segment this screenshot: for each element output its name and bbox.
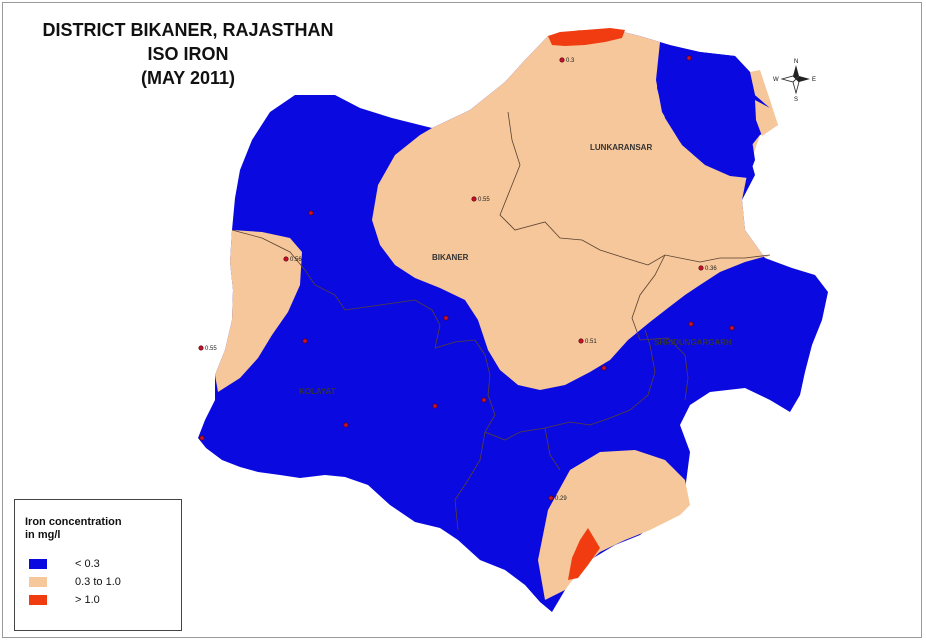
legend-swatch-low (29, 559, 47, 569)
sample-point (686, 55, 692, 61)
tehsil-boundaries (231, 111, 771, 531)
sample-value-label: 0.55 (205, 346, 217, 352)
sample-point (443, 315, 449, 321)
place-label-lunkaransar: LUNKARANSAR (590, 143, 652, 152)
sample-point (481, 397, 487, 403)
legend-title-line1: Iron concentration (25, 516, 122, 528)
sample-point (308, 210, 314, 216)
north-high-iron-area (548, 28, 625, 46)
map-title-line1: DISTRICT BIKANER, RAJASTHAN (42, 20, 334, 40)
map-title: DISTRICT BIKANER, RAJASTHAN ISO IRON (MA… (8, 18, 368, 90)
sample-point (432, 403, 438, 409)
sample-value-label: 0.29 (555, 496, 567, 502)
sample-value-label: 0.36 (705, 266, 717, 272)
south-high-iron-area (568, 528, 600, 580)
compass-rose: N S E W (773, 59, 816, 103)
sample-value-label: 0.56 (290, 257, 302, 263)
sample-point (198, 345, 204, 351)
sample-point (729, 325, 735, 331)
map-title-line2: ISO IRON (147, 44, 229, 64)
sample-point (199, 435, 205, 441)
compass-w: W (773, 77, 779, 83)
sample-value-label: 0.55 (478, 197, 490, 203)
place-label-kolayat: KOLAYAT (299, 387, 336, 396)
sample-value-label: 0.3 (566, 58, 575, 64)
compass-s: S (794, 97, 798, 103)
compass-n: N (794, 59, 798, 65)
legend-swatch-high (29, 595, 47, 605)
legend-title: Iron concentration in mg/l (25, 516, 122, 542)
compass-arrow-east (796, 76, 810, 82)
west-mid-iron-area (215, 230, 302, 392)
place-label-sridungargarh: SHRIDUNGARGARH (654, 338, 732, 347)
sample-point (578, 338, 584, 344)
sample-point (283, 256, 289, 262)
sample-point (302, 338, 308, 344)
legend-label-low: < 0.3 (75, 558, 100, 570)
northeast-low-iron-area (657, 46, 755, 178)
compass-arrow-west (780, 75, 797, 83)
east-mid-iron-sliver (755, 100, 778, 136)
sample-value-label: 0.51 (585, 339, 597, 345)
place-label-bikaner: BIKANER (432, 253, 469, 262)
map-title-line3: (MAY 2011) (140, 68, 236, 88)
legend-swatch-mid (29, 577, 47, 587)
sample-point (471, 196, 477, 202)
legend-title-line2: in mg/l (25, 529, 61, 541)
sample-point (698, 265, 704, 271)
compass-e: E (812, 77, 816, 83)
sample-point (688, 321, 694, 327)
sample-point (343, 422, 349, 428)
central-mid-iron-area (372, 30, 778, 390)
sample-point (548, 495, 554, 501)
sample-points (198, 55, 735, 501)
compass-arrow-north (793, 65, 799, 79)
legend: Iron concentration in mg/l < 0.3 0.3 to … (14, 499, 182, 631)
sample-point (601, 365, 607, 371)
legend-label-high: > 1.0 (75, 594, 100, 606)
legend-label-mid: 0.3 to 1.0 (75, 576, 121, 588)
sample-point (559, 57, 565, 63)
